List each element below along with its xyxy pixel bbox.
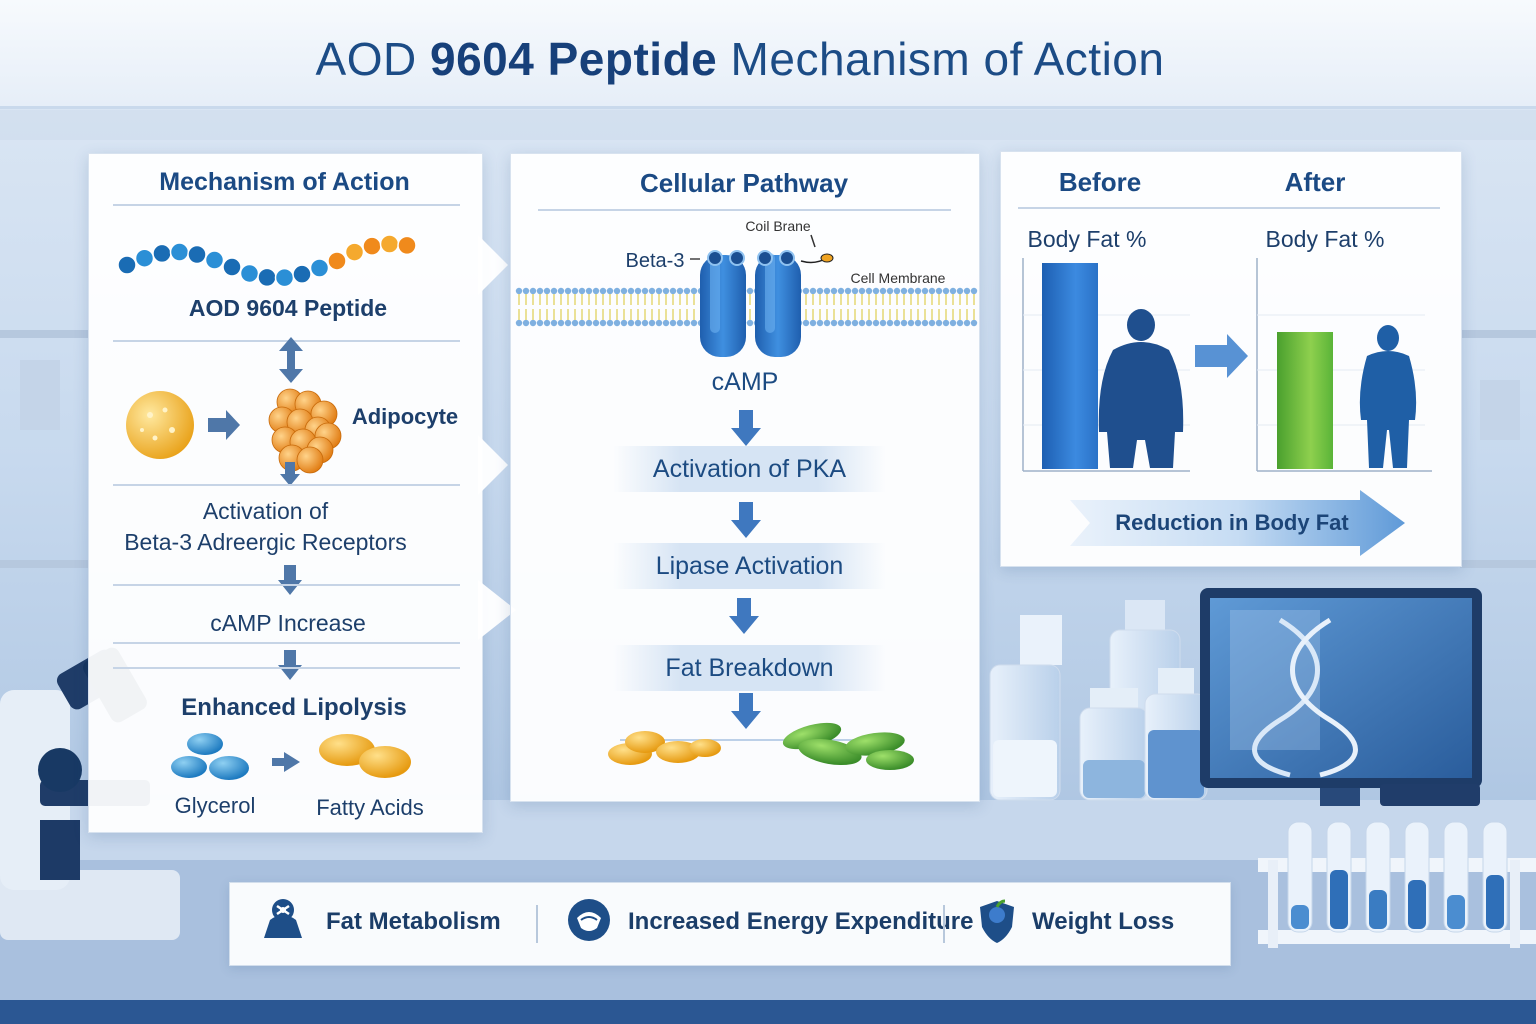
lipolysis-products-icon [171, 733, 411, 780]
fat-metabolism-icon [264, 899, 302, 938]
cellular-pathway-title: Cellular Pathway [639, 168, 849, 198]
cell-membrane-illustration [515, 234, 978, 357]
down-arrow-icon [731, 693, 761, 729]
benefit-energy: Increased Energy Expenditure [628, 908, 974, 935]
reduction-label: Reduction in Body Fat [1115, 510, 1349, 535]
mechanism-panel [88, 153, 483, 833]
down-arrow-icon [278, 565, 302, 595]
beta3-line2: Beta-3 Adreergic Receptors [124, 529, 407, 555]
body-fat-comparison-chart [1022, 258, 1432, 472]
monitor-illustration [1200, 588, 1482, 806]
benefit-weight-loss: Weight Loss [1032, 908, 1175, 935]
divider [113, 584, 460, 586]
panel-connector-arrows [478, 235, 516, 640]
down-arrow-icon [731, 410, 761, 446]
down-arrow-icon [278, 650, 302, 680]
down-arrow-icon [729, 598, 759, 634]
overweight-silhouette-icon [1098, 309, 1184, 468]
down-arrow-icon [280, 462, 300, 486]
divider [1018, 207, 1440, 209]
divider [113, 484, 460, 486]
body-fat-after-label: Body Fat % [1265, 226, 1385, 252]
body-fat-before-label: Body Fat % [1027, 226, 1147, 252]
slim-silhouette-icon [1359, 325, 1417, 468]
after-bar [1277, 332, 1333, 469]
before-bar [1042, 263, 1098, 469]
bottles-illustration [989, 600, 1208, 801]
cell-membrane-label: Cell Membrane [850, 270, 946, 286]
step-fat-breakdown: Fat Breakdown [613, 645, 886, 691]
benefits-bar [229, 882, 1231, 966]
divider [538, 209, 951, 211]
coil-brane-label: Coil Brane [745, 218, 811, 234]
energy-icon [568, 899, 610, 941]
camp-increase-label: cAMP Increase [210, 610, 366, 636]
divider [113, 340, 460, 342]
double-arrow-icon [279, 337, 303, 383]
beta3-receptor-label: Beta-3 [625, 250, 685, 272]
beta3-line1: Activation of [202, 498, 329, 524]
camp-label: cAMP [711, 368, 779, 396]
mechanism-title: Mechanism of Action [159, 168, 410, 196]
apple-shield-icon [980, 899, 1014, 943]
glycerol-label: Glycerol [174, 793, 256, 818]
divider [113, 204, 460, 206]
reduction-arrow-icon [1070, 490, 1405, 556]
transition-arrow-icon [1195, 334, 1248, 378]
divider [113, 667, 460, 669]
adipocyte-icon [126, 388, 342, 474]
step-pka: Activation of PKA [613, 446, 886, 492]
before-title: Before [1058, 167, 1142, 197]
fat-breakdown-products-icon [608, 722, 914, 770]
peptide-label: AOD 9604 Peptide [188, 295, 388, 321]
after-title: After [1284, 167, 1346, 197]
step-lipase: Lipase Activation [613, 543, 886, 589]
benefit-fat-metabolism: Fat Metabolism [326, 908, 501, 935]
adipocyte-label: Adipocyte [351, 404, 459, 429]
divider [536, 905, 538, 943]
divider [943, 905, 945, 943]
down-arrow-icon [731, 502, 761, 538]
page-title: AOD 9604 Peptide Mechanism of Action [315, 33, 1165, 85]
divider [113, 642, 460, 644]
peptide-chain-icon [117, 234, 417, 288]
fatty-acids-label: Fatty Acids [316, 795, 424, 820]
lipolysis-label: Enhanced Lipolysis [181, 694, 407, 721]
title-bar [0, 0, 1536, 109]
test-tube-rack-illustration [1258, 821, 1536, 948]
